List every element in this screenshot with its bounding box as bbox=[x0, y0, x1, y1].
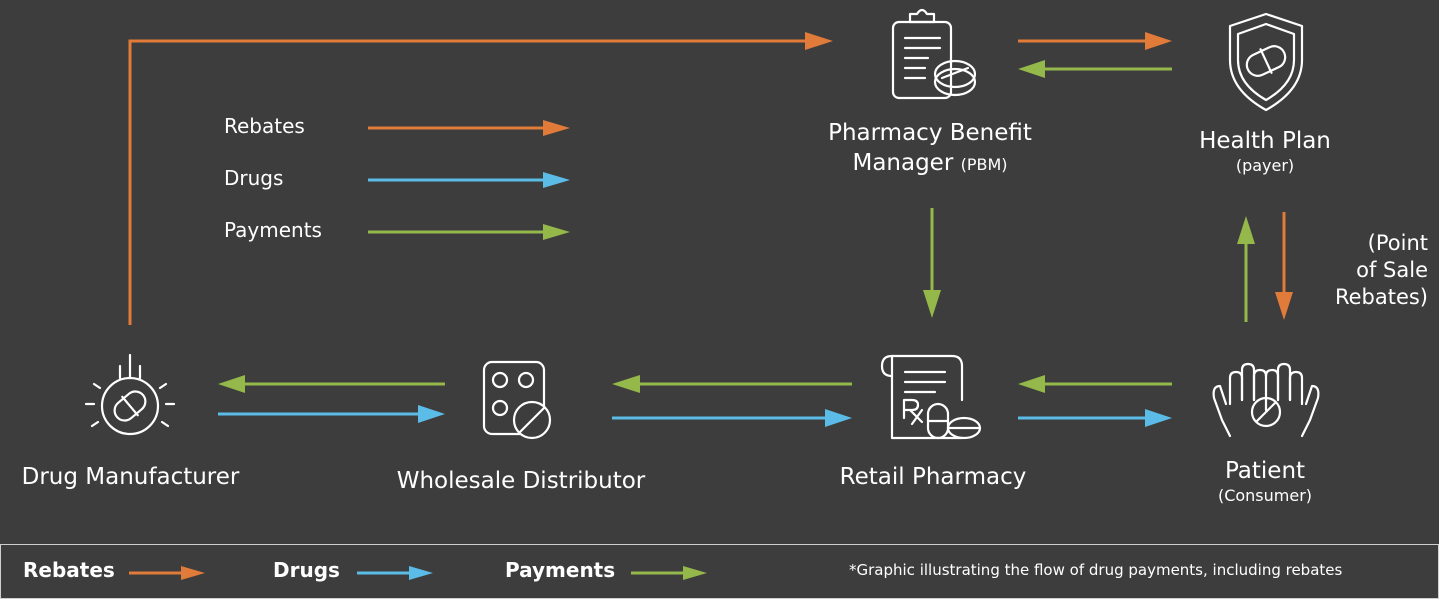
prescription-clipboard-icon bbox=[891, 8, 977, 100]
footer-note: *Graphic illustrating the flow of drug p… bbox=[849, 561, 1343, 579]
footer-rebates-label: Rebates bbox=[23, 558, 115, 582]
legend-rebates-label: Rebates bbox=[224, 114, 305, 138]
health-plan-title: Health Plan bbox=[1199, 128, 1331, 154]
pbm-label-manager: Manager bbox=[852, 150, 954, 176]
pos-line2: of Sale bbox=[1356, 258, 1428, 282]
arrowhead-manufacturer-to-pbm bbox=[805, 32, 833, 50]
pbm-label-line1: Pharmacy Benefit bbox=[828, 120, 1032, 146]
legend-payments-label: Payments bbox=[224, 218, 322, 242]
point-of-sale-label: (Point of Sale Rebates) bbox=[1318, 230, 1428, 311]
pill-flask-icon bbox=[84, 353, 176, 436]
arrow-manufacturer-to-pbm bbox=[128, 39, 805, 325]
pill-pack-icon bbox=[482, 360, 552, 440]
footer-drugs-arrow bbox=[357, 566, 433, 580]
arrowhead-healthplan-to-patient bbox=[1275, 292, 1293, 320]
pharmacy-label: Retail Pharmacy bbox=[839, 464, 1027, 490]
footer-legend: Rebates Drugs Payments *Graphic illustra… bbox=[0, 544, 1439, 599]
pbm-label-line2: Manager (PBM) bbox=[790, 148, 1070, 180]
manufacturer-label: Drug Manufacturer bbox=[21, 464, 240, 490]
pos-line3: Rebates) bbox=[1334, 285, 1428, 309]
arrowhead-patient-to-healthplan bbox=[1237, 216, 1255, 244]
footer-drugs-label: Drugs bbox=[273, 558, 340, 582]
arrowhead-pbm-to-healthplan bbox=[1145, 32, 1172, 50]
arrowhead-manufacturer-to-distributor bbox=[418, 405, 445, 423]
arrowhead-pharmacy-to-distributor bbox=[612, 375, 640, 393]
legend-rebates-arrowhead bbox=[543, 120, 570, 136]
arrowhead-healthplan-to-pbm bbox=[1018, 60, 1045, 78]
rebate-arrows bbox=[128, 32, 1293, 325]
distributor-label: Wholesale Distributor bbox=[396, 468, 646, 494]
arrowhead-distributor-to-manufacturer bbox=[218, 375, 245, 393]
rx-receipt-icon bbox=[880, 354, 982, 440]
arrowhead-pharmacy-to-patient bbox=[1145, 409, 1172, 427]
health-plan-sub: (payer) bbox=[1235, 156, 1295, 175]
pos-line1: (Point bbox=[1367, 231, 1428, 255]
patient-title: Patient bbox=[1224, 458, 1306, 484]
arrowhead-pbm-to-pharmacy bbox=[923, 290, 941, 318]
pbm-label: Pharmacy Benefit Manager (PBM) bbox=[790, 118, 1070, 180]
legend-payments-arrowhead bbox=[543, 224, 570, 240]
arrowhead-distributor-to-pharmacy bbox=[825, 409, 852, 427]
footer-payments-label: Payments bbox=[505, 558, 616, 582]
health-plan-label: Health Plan (payer) bbox=[1170, 126, 1360, 175]
arrowhead-patient-to-pharmacy bbox=[1018, 375, 1045, 393]
shield-pill-icon bbox=[1228, 12, 1304, 112]
payment-arrows bbox=[218, 60, 1255, 393]
footer-payments-arrow bbox=[631, 566, 707, 580]
hands-pill-icon bbox=[1212, 362, 1320, 438]
drug-arrows bbox=[218, 172, 1172, 427]
footer-rebates-arrow bbox=[129, 566, 205, 580]
legend-drugs-label: Drugs bbox=[224, 166, 284, 190]
patient-sub: (Consumer) bbox=[1217, 486, 1313, 505]
pbm-label-abbr: (PBM) bbox=[960, 155, 1008, 174]
legend-drugs-arrowhead bbox=[543, 172, 570, 188]
patient-label: Patient (Consumer) bbox=[1190, 456, 1340, 505]
